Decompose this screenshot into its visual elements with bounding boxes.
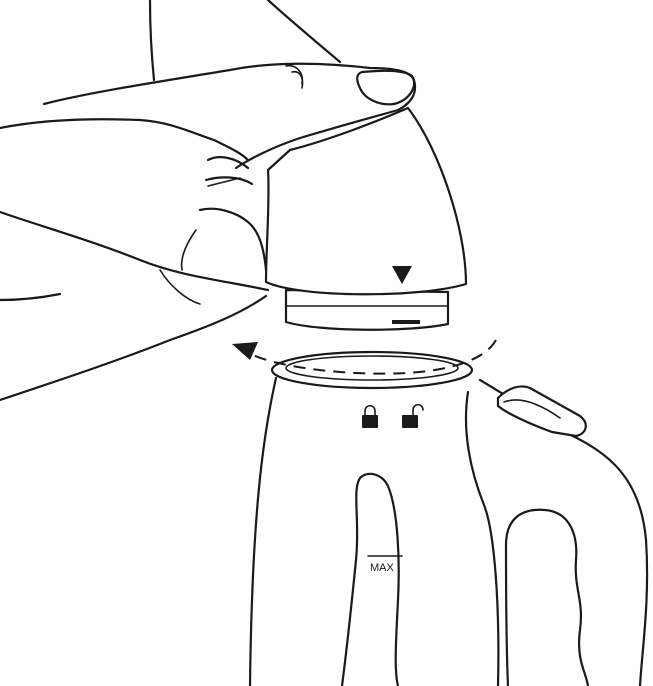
steamer-head — [266, 108, 466, 330]
lock-closed-icon — [362, 406, 378, 428]
max-label: MAX — [370, 562, 395, 574]
lock-open-icon — [402, 405, 423, 428]
steamer-body: MAX — [250, 352, 647, 686]
